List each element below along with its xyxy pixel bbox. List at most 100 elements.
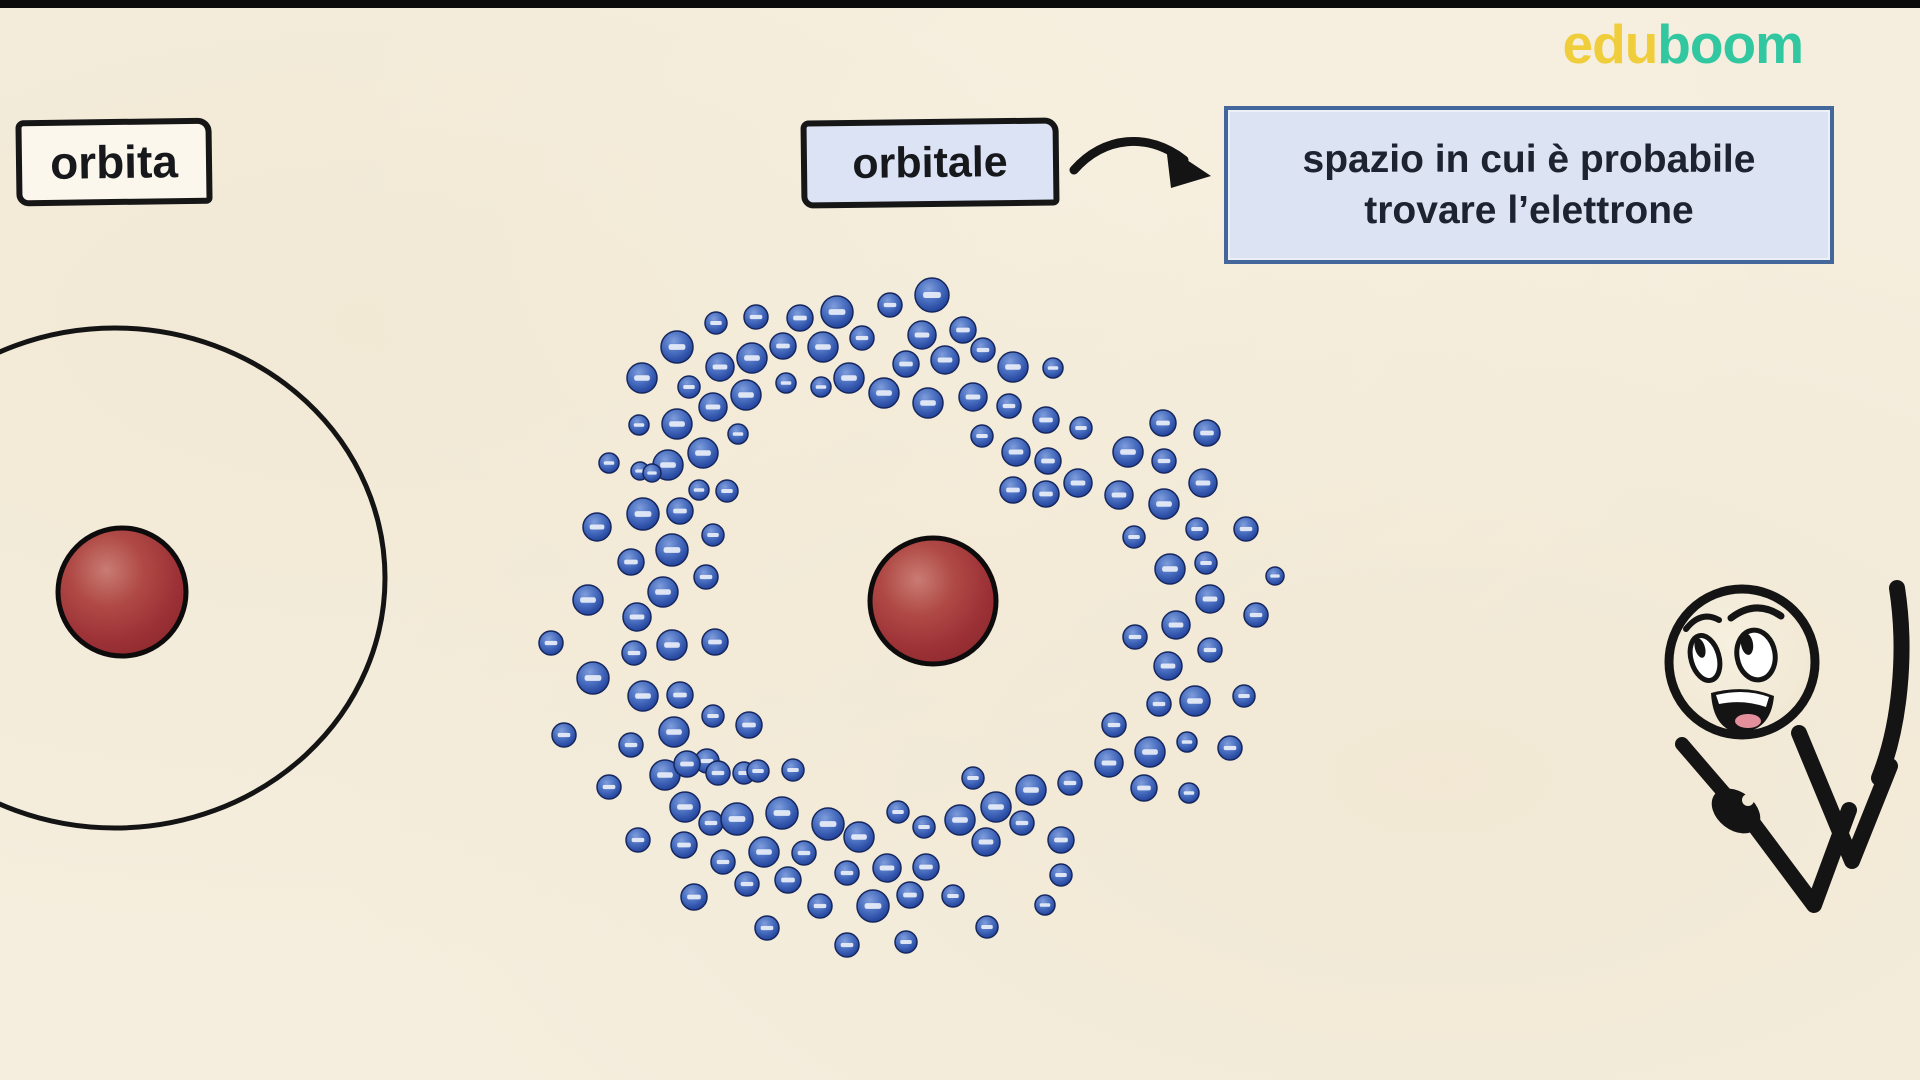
character-mouth	[1711, 689, 1774, 733]
electron-minus-sign	[914, 332, 930, 338]
character-limbs	[1744, 580, 1910, 913]
electron-minus-sign	[693, 488, 705, 492]
electron-minus-sign	[864, 903, 882, 909]
orbita-label-box: orbita	[15, 117, 213, 207]
electron-minus-sign	[544, 640, 558, 646]
electron-minus-sign	[669, 421, 685, 427]
electron-minus-sign	[900, 940, 912, 944]
electron-minus-sign	[1039, 417, 1053, 423]
electron-minus-sign	[976, 434, 988, 438]
electron-minus-sign	[876, 390, 892, 396]
orbitale-label-text: orbitale	[852, 137, 1008, 188]
electron-minus-sign	[631, 837, 645, 843]
electron-minus-sign	[1023, 787, 1039, 793]
electron-minus-sign	[1075, 426, 1087, 430]
electron-minus-sign	[819, 821, 837, 827]
electron-minus-sign	[1168, 622, 1184, 628]
electron-minus-sign	[1142, 749, 1158, 755]
electron-minus-sign	[660, 462, 676, 468]
electron-minus-sign	[1005, 364, 1021, 370]
electron-minus-sign	[815, 385, 827, 389]
electron-minus-sign	[732, 432, 744, 436]
electron-minus-sign	[744, 355, 760, 361]
electron-minus-sign	[708, 639, 722, 645]
electron-minus-sign	[687, 894, 701, 900]
electron-minus-sign	[695, 450, 711, 456]
electron-minus-sign	[1039, 491, 1053, 497]
electron-minus-sign	[1238, 694, 1250, 698]
electron-minus-sign	[918, 825, 930, 829]
electron-minus-sign	[655, 589, 671, 595]
electron-minus-sign	[704, 820, 718, 826]
electron-minus-sign	[1063, 780, 1077, 786]
orbital-definition-line1: spazio in cui è probabile	[1302, 138, 1756, 181]
electron-minus-sign	[680, 761, 694, 767]
electron-minus-sign	[981, 925, 993, 929]
electron-minus-sign	[749, 314, 763, 320]
electron-minus-sign	[673, 508, 687, 514]
electron-minus-sign	[1008, 449, 1024, 455]
character-right-eyebrow	[1727, 604, 1785, 622]
electron-minus-sign	[956, 327, 970, 333]
electron-minus-sign	[633, 423, 645, 427]
electron-minus-sign	[1002, 403, 1016, 409]
electron-minus-sign	[879, 865, 895, 871]
electron-minus-sign	[756, 849, 772, 855]
orbit-model	[0, 325, 388, 831]
electron-minus-sign	[683, 385, 695, 389]
electron-minus-sign	[1128, 535, 1140, 539]
electron-minus-sign	[647, 471, 657, 475]
electron-minus-sign	[716, 859, 730, 865]
electron-minus-sign	[1070, 480, 1086, 486]
electron-minus-sign	[793, 315, 807, 321]
electron-minus-sign	[1152, 701, 1166, 707]
electron-minus-sign	[710, 321, 722, 325]
electron-minus-sign	[752, 769, 764, 773]
electron-minus-sign	[602, 784, 616, 790]
electron-minus-sign	[700, 758, 714, 764]
electron-minus-sign	[919, 864, 933, 870]
electron-minus-sign	[1160, 663, 1176, 669]
electron-minus-sign	[603, 461, 615, 465]
electron-minus-sign	[780, 381, 792, 385]
electron-minus-sign	[629, 614, 645, 620]
electron-minus-sign	[1249, 612, 1263, 618]
electron-minus-sign	[634, 511, 652, 517]
electron-minus-sign	[1195, 480, 1211, 486]
electron-minus-sign	[1270, 574, 1280, 578]
electron-minus-sign	[828, 309, 846, 315]
character-left-eyebrow	[1683, 613, 1722, 632]
electron-minus-sign	[1223, 745, 1237, 751]
electron-minus-sign	[1183, 791, 1195, 795]
letterbox-top-bar	[0, 0, 1920, 8]
electron-minus-sign	[1157, 458, 1171, 464]
electron-minus-sign	[952, 817, 968, 823]
electron-minus-sign	[1202, 596, 1218, 602]
electron-minus-sign	[988, 804, 1004, 810]
electron-minus-sign	[840, 942, 854, 948]
electron-minus-sign	[664, 642, 680, 648]
electron-minus-sign	[840, 870, 854, 876]
electron-minus-sign	[711, 770, 725, 776]
orbital-model	[538, 277, 1285, 958]
eduboom-logo: eduboom	[1563, 12, 1804, 76]
electron-minus-sign	[1111, 492, 1127, 498]
electron-minus-sign	[1006, 487, 1020, 493]
orbita-label-text: orbita	[49, 135, 179, 189]
electron-minus-sign	[634, 375, 650, 381]
electron-minus-sign	[740, 881, 754, 887]
electron-minus-sign	[635, 693, 651, 699]
electron-minus-sign	[584, 675, 602, 681]
logo-part-boom: boom	[1657, 13, 1804, 75]
electron-minus-sign	[965, 394, 981, 400]
electron-minus-sign	[1156, 420, 1170, 426]
electron-minus-sign	[677, 804, 693, 810]
electron-minus-sign	[781, 877, 795, 883]
electron-minus-sign	[1128, 634, 1142, 640]
electron-minus-sign	[923, 291, 941, 299]
electron-minus-sign	[742, 722, 756, 728]
electron-minus-sign	[707, 714, 719, 718]
electron-minus-sign	[738, 392, 754, 398]
electron-minus-sign	[903, 892, 917, 898]
